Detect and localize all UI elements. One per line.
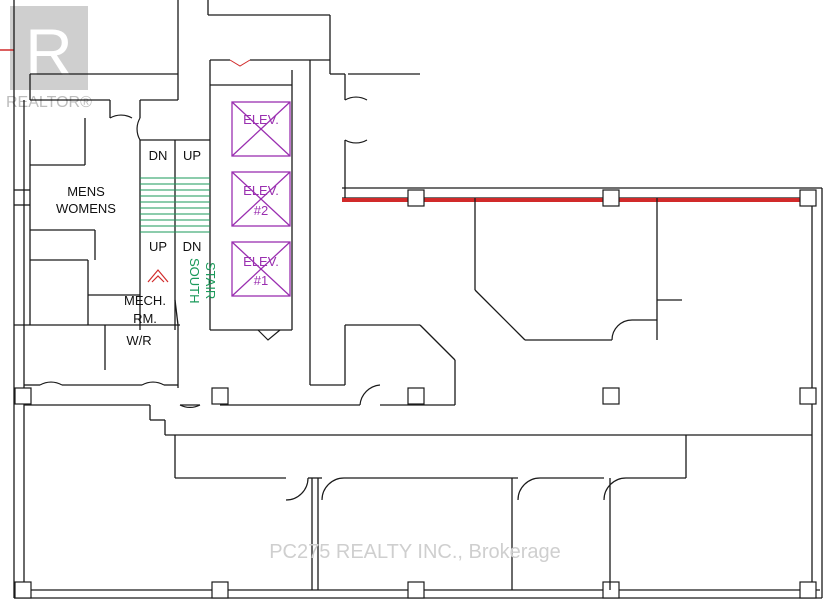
realtor-logo-text: REALTOR®: [6, 94, 92, 111]
mens-label: MENS: [67, 184, 105, 199]
south-stair-label-2: STAIR: [203, 262, 218, 299]
stair-label-dn-top: DN: [149, 148, 168, 163]
brokerage-watermark: PC275 REALTY INC., Brokerage: [269, 541, 561, 563]
elevator-label-top: ELEV.: [243, 112, 279, 127]
stair-label-up-top: UP: [183, 148, 201, 163]
elevator-shafts: [231, 101, 291, 297]
elevator-label-2: ELEV.: [243, 183, 279, 198]
realtor-logo: R REALTOR®: [6, 6, 92, 111]
door-swings: [39, 96, 633, 501]
womens-label: WOMENS: [56, 201, 116, 216]
core-walls: [29, 0, 420, 385]
stair-area: [14, 118, 210, 388]
south-stair-label: SOUTH: [187, 258, 202, 304]
elevator-shaft-2: [231, 171, 291, 227]
stair-label-dn-bottom: DN: [183, 239, 202, 254]
door-mark-icon: [229, 59, 251, 67]
mech-room-label: MECH.: [124, 293, 166, 308]
elevator-label-1: ELEV.: [243, 254, 279, 269]
stair-treads: [140, 177, 210, 233]
columns: [14, 189, 817, 599]
realtor-logo-letter: R: [25, 15, 73, 89]
mech-room-label-rm: RM.: [133, 311, 157, 326]
realtor-logo-box: [10, 6, 88, 90]
suite-walls: [24, 198, 812, 590]
stair-label-up-bottom: UP: [149, 239, 167, 254]
elevator-label-2-number: #2: [254, 203, 268, 218]
elevator-label-1-number: #1: [254, 273, 268, 288]
door-symbol-icon: [147, 269, 169, 283]
elevator-shaft-top: [231, 101, 291, 157]
elevator-shaft-1: [231, 241, 291, 297]
washroom-label: W/R: [126, 333, 151, 348]
